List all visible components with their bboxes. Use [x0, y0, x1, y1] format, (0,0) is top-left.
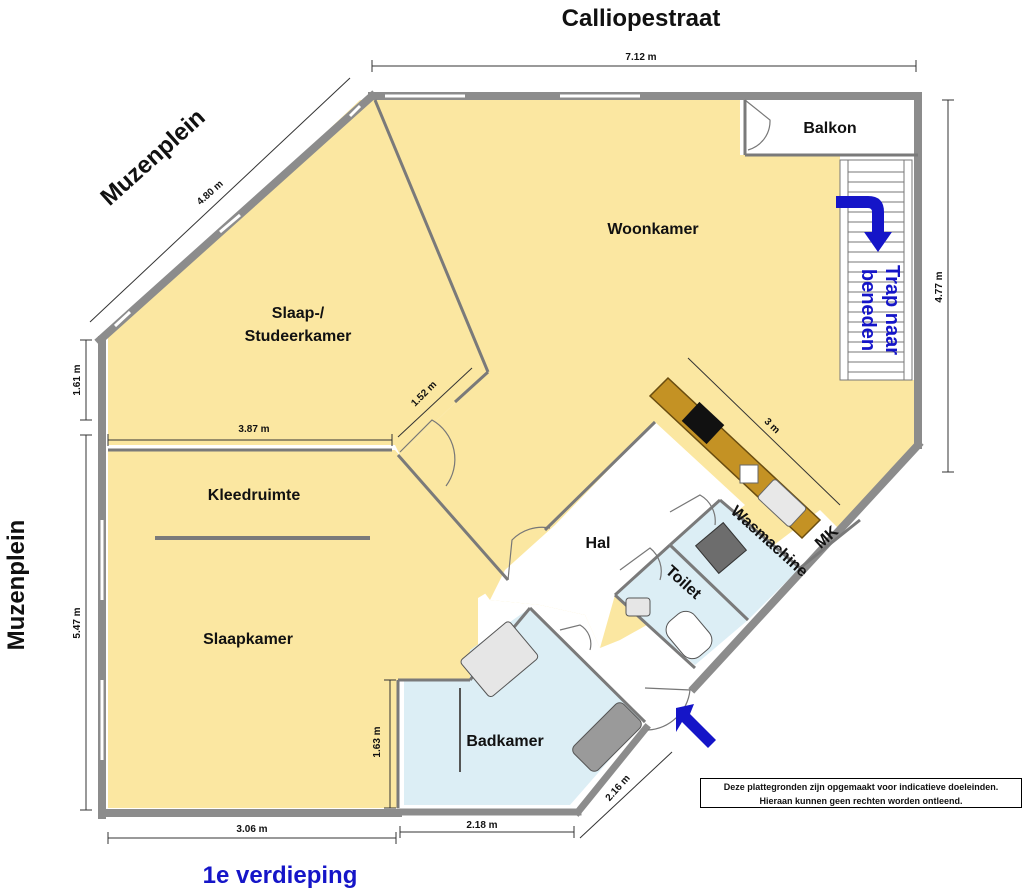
windows: [100, 94, 640, 760]
stair-arrow-icon: [836, 196, 892, 252]
toilet-bowl: [665, 610, 713, 660]
balkon-floor: [745, 100, 915, 155]
room-balkon-label: Balkon: [803, 120, 856, 137]
dim-left-lower: 5.47 m: [72, 607, 83, 638]
dim-bottom-mid: 2.18 m: [466, 820, 497, 831]
cooktop: [681, 401, 725, 445]
room-woonkamer-label: Woonkamer: [607, 221, 698, 238]
room-slaapkamer-label: Slaapkamer: [203, 631, 293, 648]
dim-right-height: 4.77 m: [934, 271, 945, 302]
room-kleedruimte-label: Kleedruimte: [208, 487, 301, 504]
washing-machine: [694, 521, 748, 575]
bathroom-double-sink: [460, 621, 539, 698]
disclaimer-line-1: Deze plattegronden zijn opgemaakt voor i…: [723, 782, 999, 792]
dim-top-width: 7.12 m: [625, 52, 656, 63]
floor-level-label: 1e verdieping: [203, 862, 358, 889]
dim-left-upper: 1.61 m: [72, 364, 83, 395]
dim-study-width: 3.87 m: [238, 424, 269, 435]
dimension-lines: [80, 60, 954, 844]
street-left-label: Muzenplein: [3, 520, 30, 651]
disclaimer-box: Deze plattegronden zijn opgemaakt voor i…: [700, 778, 1022, 808]
counter-square: [739, 464, 759, 484]
bathtub: [572, 702, 642, 772]
room-slaap-label-2: Studeerkamer: [245, 328, 352, 345]
room-badkamer-label: Badkamer: [466, 733, 543, 750]
entrance-arrow-icon: [676, 704, 716, 748]
dim-bed-inner: 1.63 m: [372, 726, 383, 757]
toilet-floor: [615, 545, 748, 665]
stairs-label-2: beneden: [857, 269, 879, 351]
hal-floor: [490, 422, 745, 648]
room-slaap-label-1: Slaap-/: [272, 305, 325, 322]
disclaimer-line-2: Hieraan kunnen geen rechten worden ontle…: [759, 796, 963, 806]
room-hal-label: Hal: [586, 535, 611, 552]
toilet-washbasin: [625, 597, 651, 617]
kitchen-sink: [757, 479, 807, 527]
street-top-label: Calliopestraat: [562, 5, 721, 32]
study-floor: [108, 100, 488, 455]
stairs-label-1: Trap naar: [881, 265, 903, 355]
dim-bottom-left: 3.06 m: [236, 824, 267, 835]
